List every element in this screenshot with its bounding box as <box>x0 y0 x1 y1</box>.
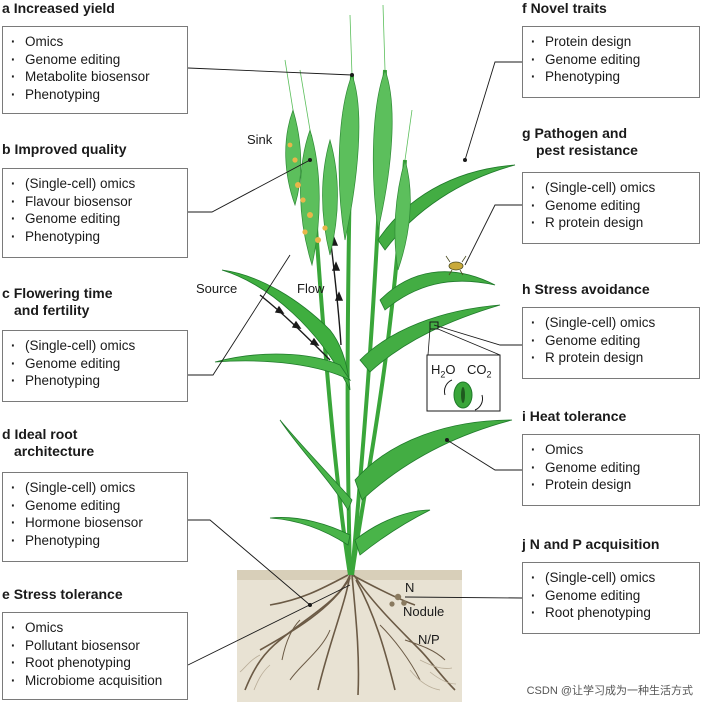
leaf-lower-left <box>214 353 352 382</box>
panel-f-title: f Novel traits <box>522 0 607 16</box>
list-item: Phenotyping <box>11 532 187 550</box>
panel-h-box: (Single-cell) omicsGenome editingR prote… <box>522 307 700 379</box>
co2-label: CO2 <box>467 362 492 380</box>
list-item: Genome editing <box>531 332 699 350</box>
panel-h-title: h Stress avoidance <box>522 281 650 297</box>
leaf-i <box>354 419 513 501</box>
leaf-d <box>279 419 353 511</box>
list-item: Genome editing <box>531 459 699 477</box>
leaf-low-left <box>269 517 351 546</box>
panel-b-box: (Single-cell) omicsFlavour biosensorGeno… <box>2 168 188 258</box>
panel-f-box: Protein designGenome editingPhenotyping <box>522 26 700 98</box>
stomata-inset <box>426 321 501 412</box>
list-item: Phenotyping <box>11 228 187 246</box>
list-item: Protein design <box>531 476 699 494</box>
anthers <box>287 142 328 243</box>
leaf-g <box>379 271 496 311</box>
list-item: R protein design <box>531 214 699 232</box>
list-item: Omics <box>11 33 187 51</box>
list-item: Root phenotyping <box>11 654 187 672</box>
list-item: Phenotyping <box>11 372 187 390</box>
panel-e-title: e Stress tolerance <box>2 586 123 602</box>
panel-i-box: OmicsGenome editingProtein design <box>522 434 700 506</box>
panel-a-box: OmicsGenome editingMetabolite biosensorP… <box>2 26 188 114</box>
leaves <box>214 164 516 556</box>
list-item: R protein design <box>531 349 699 367</box>
list-item: Genome editing <box>11 210 187 228</box>
list-item: (Single-cell) omics <box>531 569 699 587</box>
flow-label: Flow <box>297 281 325 296</box>
list-item: Phenotyping <box>11 86 187 104</box>
fine-roots <box>239 654 457 691</box>
soil <box>237 572 462 702</box>
list-item: Protein design <box>531 33 699 51</box>
list-item: Genome editing <box>11 355 187 373</box>
awns <box>284 4 413 161</box>
list-item: (Single-cell) omics <box>531 314 699 332</box>
watermark: CSDN @让学习成为一种生活方式 <box>526 685 693 697</box>
panel-e-box: OmicsPollutant biosensorRoot phenotyping… <box>2 612 188 700</box>
nodule-label: Nodule <box>403 604 445 619</box>
leaf-low-right <box>354 509 431 556</box>
list-item: Flavour biosensor <box>11 193 187 211</box>
list-item: Microbiome acquisition <box>11 672 187 690</box>
insect-icon <box>445 255 467 276</box>
h2o-label: H2O <box>431 362 456 380</box>
list-item: (Single-cell) omics <box>11 175 187 193</box>
source-label: Source <box>196 281 238 296</box>
sink-label: Sink <box>247 132 273 147</box>
leaf-source <box>221 269 351 391</box>
list-item: Genome editing <box>531 51 699 69</box>
list-item: (Single-cell) omics <box>531 179 699 197</box>
list-item: Root phenotyping <box>531 604 699 622</box>
panel-g-box: (Single-cell) omicsGenome editingR prote… <box>522 172 700 244</box>
list-item: Phenotyping <box>531 68 699 86</box>
list-item: Pollutant biosensor <box>11 637 187 655</box>
list-item: Omics <box>11 619 187 637</box>
leaf-h <box>359 304 501 373</box>
list-item: Omics <box>531 441 699 459</box>
list-item: Metabolite biosensor <box>11 68 187 86</box>
leader-lines <box>187 61 523 666</box>
nodules <box>389 593 407 607</box>
np-label: N/P <box>418 632 440 647</box>
panel-d-box: (Single-cell) omicsGenome editingHormone… <box>2 472 188 562</box>
list-item: Hormone biosensor <box>11 514 187 532</box>
list-item: (Single-cell) omics <box>11 479 187 497</box>
root-system <box>244 574 456 696</box>
list-item: Genome editing <box>11 497 187 515</box>
panel-j-title: j N and P acquisition <box>522 536 660 552</box>
panel-c-box: (Single-cell) omicsGenome editingPhenoty… <box>2 330 188 402</box>
panel-a-title: a Increased yield <box>2 0 115 16</box>
panel-j-box: (Single-cell) omicsGenome editingRoot ph… <box>522 562 700 634</box>
panel-b-title: b Improved quality <box>2 141 127 157</box>
list-item: (Single-cell) omics <box>11 337 187 355</box>
list-item: Genome editing <box>531 587 699 605</box>
list-item: Genome editing <box>11 51 187 69</box>
panel-i-title: i Heat tolerance <box>522 408 627 424</box>
nitrogen-label: N <box>405 580 415 595</box>
list-item: Genome editing <box>531 197 699 215</box>
